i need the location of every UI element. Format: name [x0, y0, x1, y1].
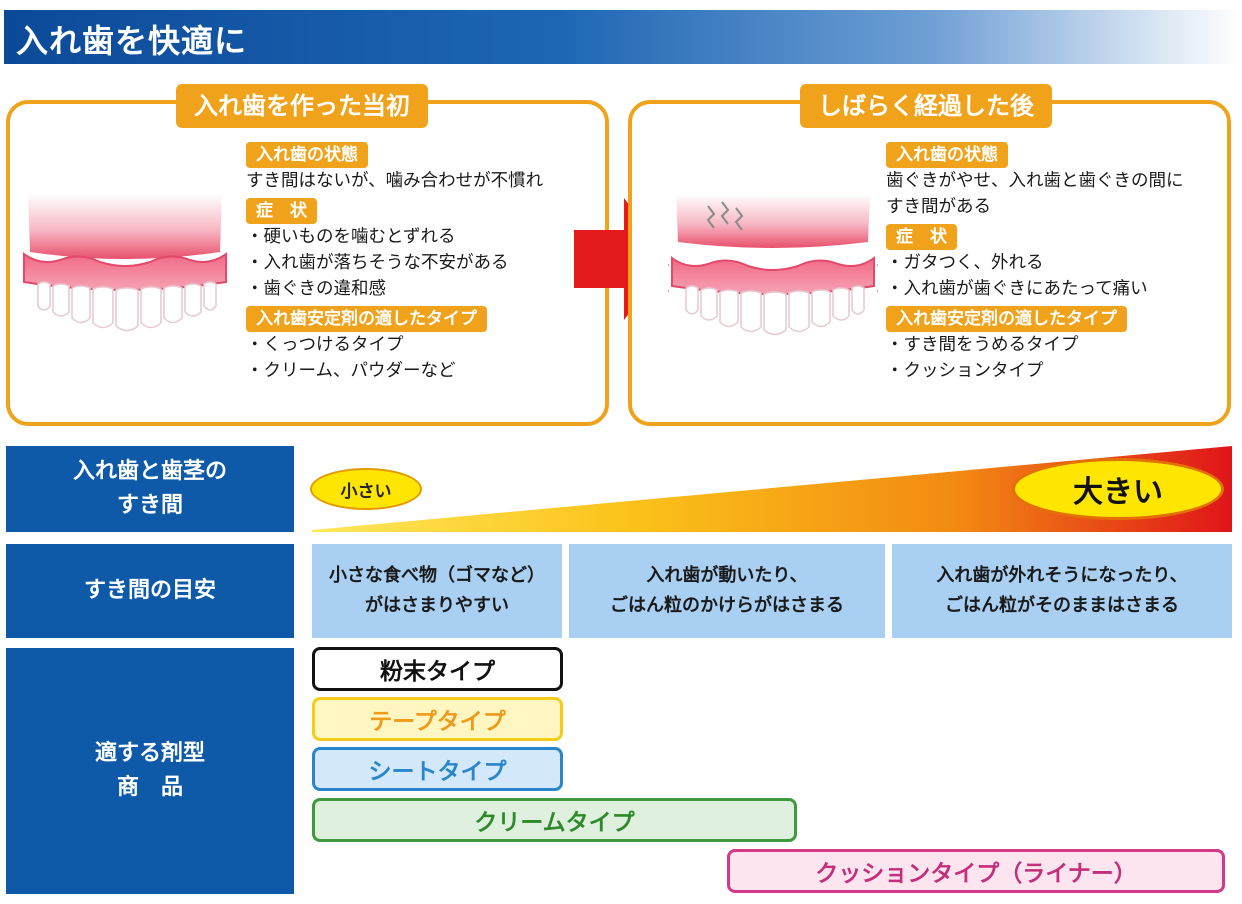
type-item: ・クッションタイプ	[886, 361, 1044, 381]
type-item: ・すき間をうめるタイプ	[886, 335, 1079, 355]
state-tag: 入れ歯の状態	[246, 142, 368, 168]
guide-cell: 入れ歯が外れそうになったり、 ごはん粒がそのままはさまる	[892, 544, 1232, 638]
state-text: すき間はないが、噛み合わせが不慣れ	[246, 171, 544, 191]
suitable-type-tag: 入れ歯安定剤の適したタイプ	[246, 306, 487, 332]
gap-large-label: 大きい	[1012, 458, 1224, 520]
panel-later: しばらく経過した後	[628, 84, 1231, 426]
guide-line: 入れ歯が動いたり、	[646, 565, 808, 586]
panel-initial-title: 入れ歯を作った当初	[176, 84, 428, 128]
row-header-guide-label: すき間の目安	[83, 578, 216, 603]
symptom-item: ・入れ歯が歯ぐきにあたって痛い	[886, 279, 1148, 299]
symptom-item: ・入れ歯が落ちそうな不安がある	[246, 253, 509, 273]
guide-line: 小さな食べ物（ゴマなど）	[329, 565, 545, 586]
product-sheet: シートタイプ	[312, 747, 563, 791]
guide-line: 入れ歯が外れそうになったり、	[936, 565, 1188, 586]
symptom-item: ・硬いものを噛むとずれる	[246, 227, 456, 247]
row-header-products-line: 適する剤型	[94, 741, 205, 766]
row-header-gap-line: すき間	[116, 493, 183, 518]
state-tag: 入れ歯の状態	[886, 142, 1008, 168]
row-header-products: 適する剤型 商 品	[6, 648, 294, 894]
symptom-tag: 症 状	[246, 198, 317, 224]
denture-loose-illustration	[668, 194, 878, 336]
panel-later-info: 入れ歯の状態 歯ぐきがやせ、入れ歯と歯ぐきの間に すき間がある 症 状 ・ガタつ…	[886, 142, 1184, 384]
panel-initial: 入れ歯を作った当初 入れ歯の状態	[6, 84, 609, 426]
suitable-type-tag: 入れ歯安定剤の適したタイプ	[886, 306, 1127, 332]
panel-initial-info: 入れ歯の状態 すき間はないが、噛み合わせが不慣れ 症 状 ・硬いものを噛むとずれ…	[246, 142, 543, 384]
guide-line: がはさまりやすい	[365, 595, 509, 616]
guide-line: ごはん粒のかけらがはさまる	[610, 595, 844, 616]
guide-cell: 入れ歯が動いたり、 ごはん粒のかけらがはさまる	[569, 544, 885, 638]
type-item: ・くっつけるタイプ	[246, 335, 404, 355]
header-banner: 入れ歯を快適に	[4, 10, 1240, 64]
type-item: ・クリーム、パウダーなど	[246, 361, 456, 381]
page-title: 入れ歯を快適に	[16, 22, 248, 60]
guide-cell: 小さな食べ物（ゴマなど） がはさまりやすい	[312, 544, 562, 638]
symptom-item: ・歯ぐきの違和感	[246, 279, 386, 299]
discomfort-icon	[706, 201, 744, 231]
symptom-item: ・ガタつく、外れる	[886, 253, 1044, 273]
state-text: すき間がある	[886, 197, 991, 217]
row-header-gap-line: 入れ歯と歯茎の	[72, 459, 227, 484]
gap-wedge-graphic	[312, 446, 1232, 532]
product-tape: テープタイプ	[312, 697, 563, 741]
row-header-products-line: 商 品	[116, 775, 183, 800]
symptom-tag: 症 状	[886, 224, 957, 250]
product-cushion-liner: クッションタイプ（ライナー）	[727, 849, 1225, 893]
guide-line: ごはん粒がそのままはさまる	[945, 595, 1179, 616]
row-header-guide: すき間の目安	[6, 544, 294, 638]
product-powder: 粉末タイプ	[312, 647, 563, 691]
row-header-gap: 入れ歯と歯茎の すき間	[6, 446, 294, 532]
panel-later-title: しばらく経過した後	[800, 84, 1052, 128]
state-text: 歯ぐきがやせ、入れ歯と歯ぐきの間に	[886, 171, 1184, 191]
gap-small-label: 小さい	[310, 468, 422, 510]
product-cream: クリームタイプ	[312, 798, 797, 842]
denture-illustration	[23, 194, 227, 332]
